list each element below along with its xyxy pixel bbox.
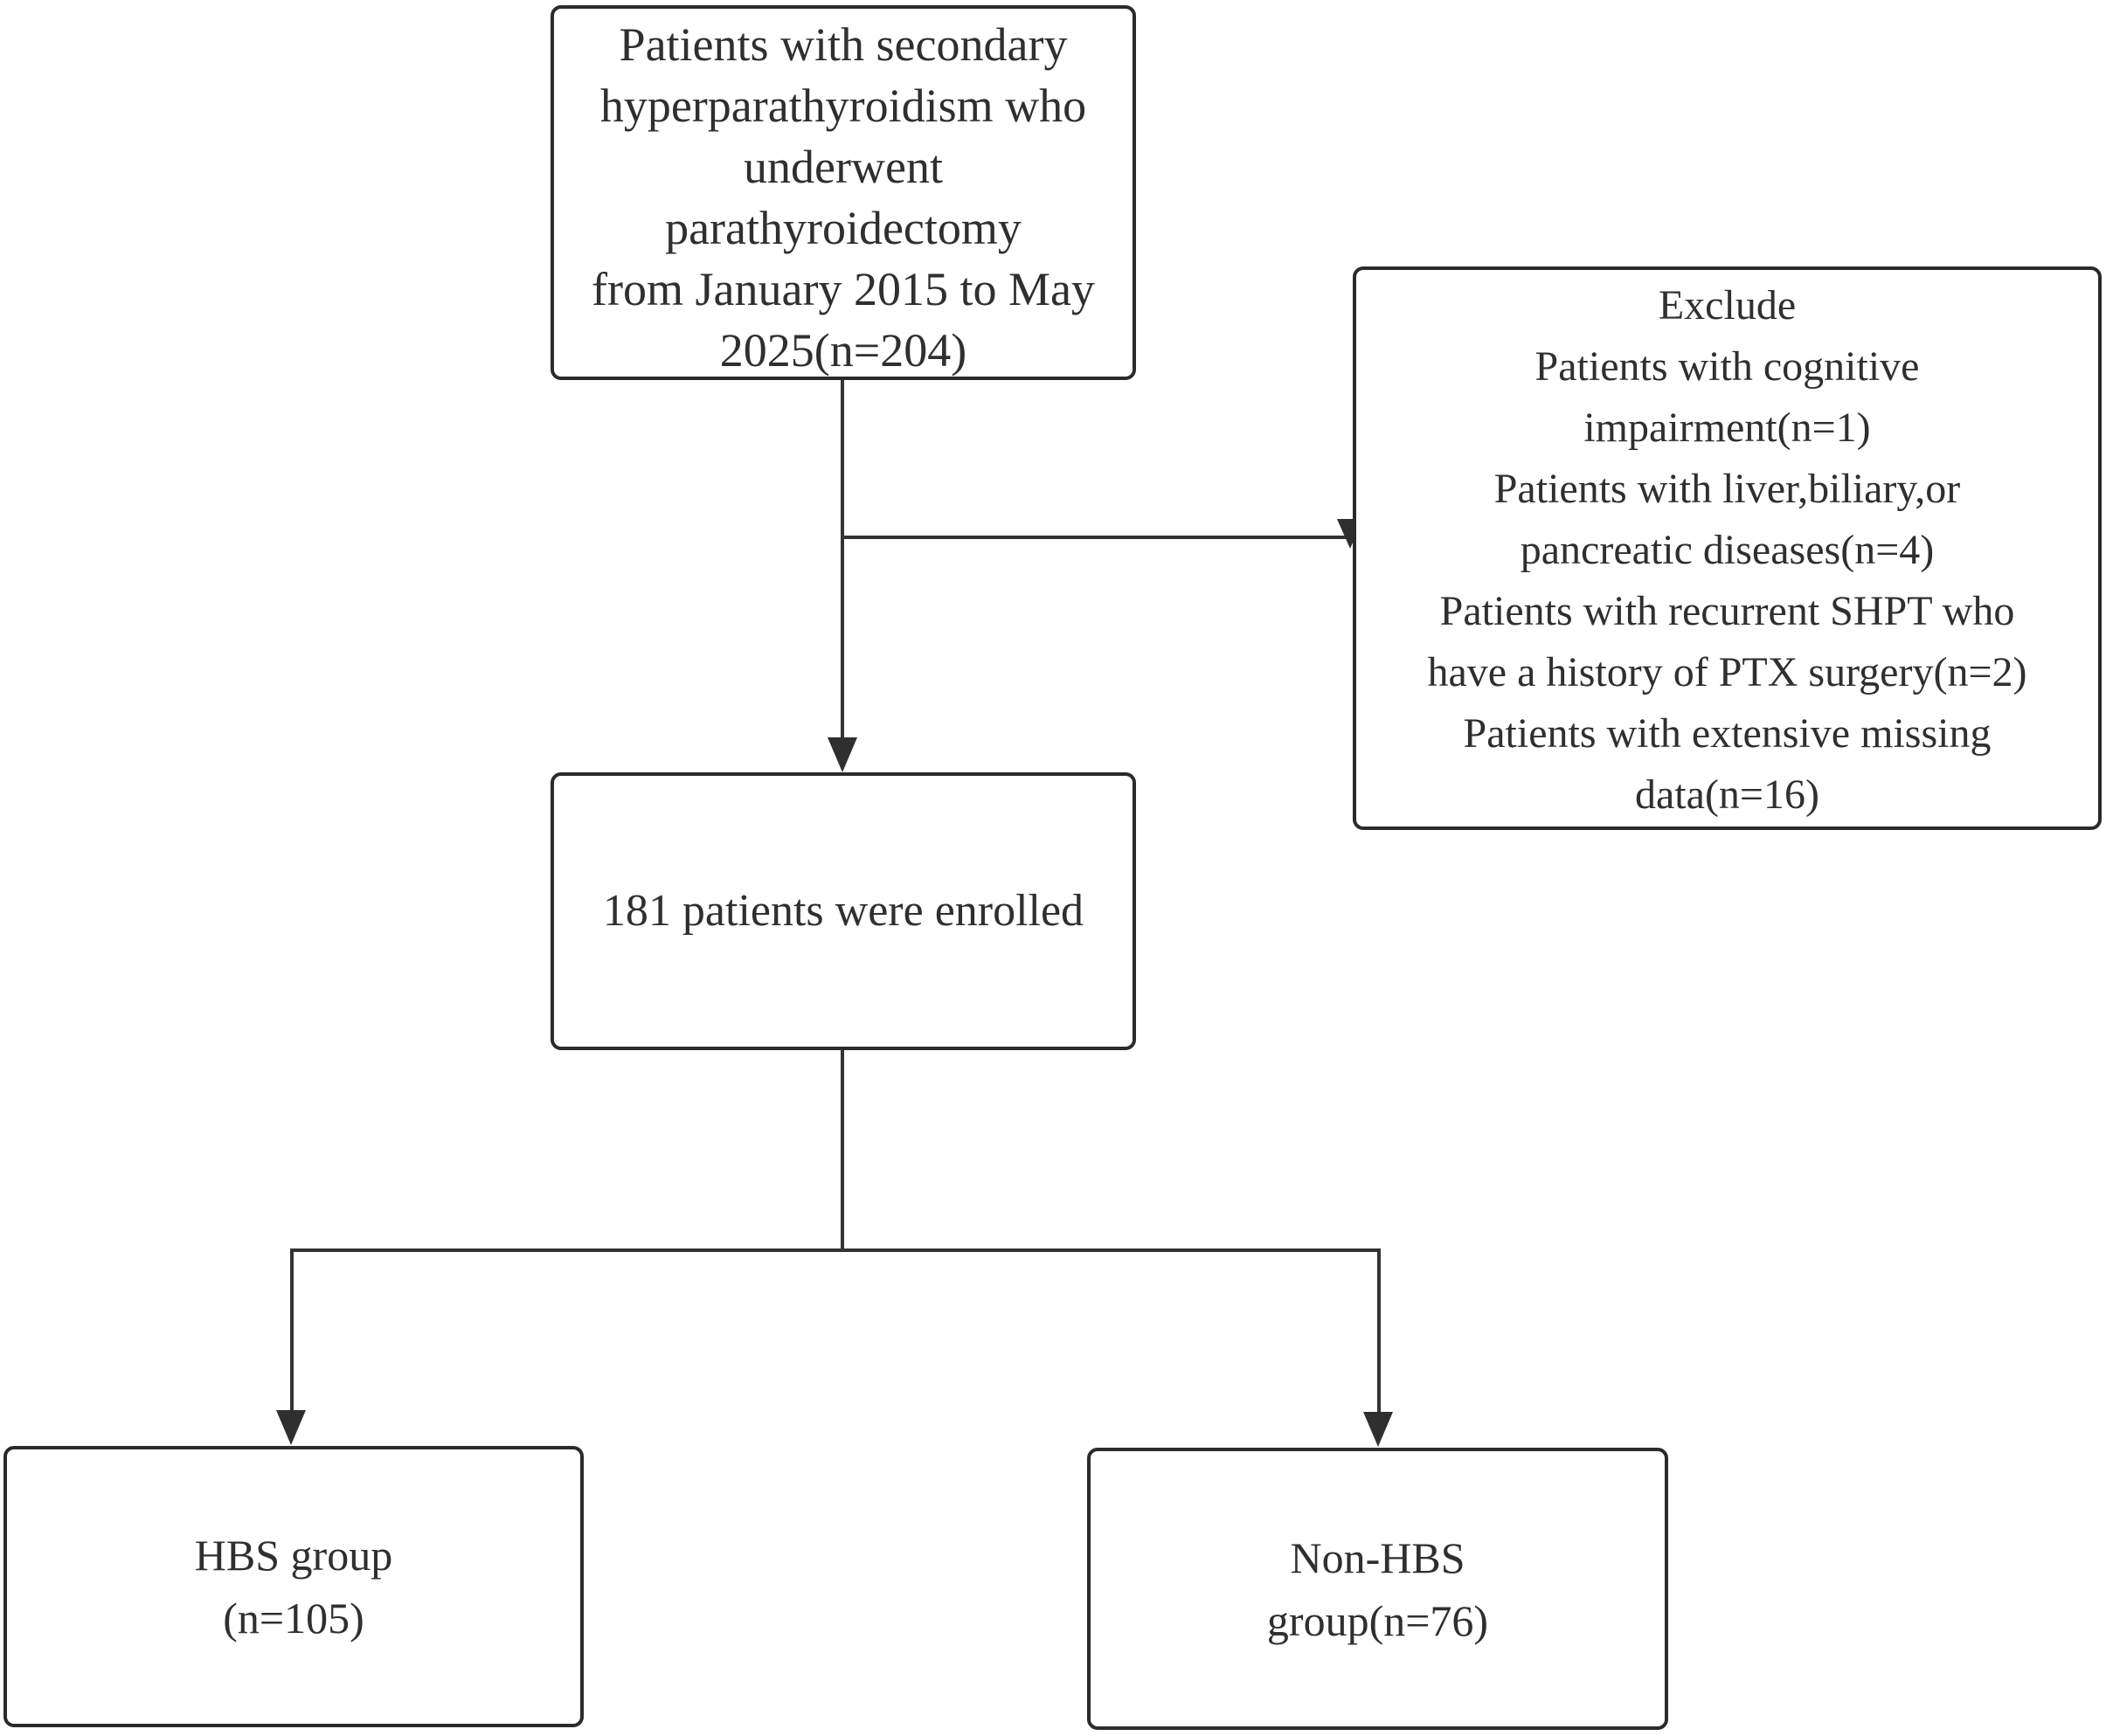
node-text-line: have a history of PTX surgery(n=2) xyxy=(1427,649,2027,695)
node-text-line: pancreatic diseases(n=4) xyxy=(1520,527,1935,573)
arrowhead-down-icon xyxy=(276,1410,306,1445)
connector-branch-horizontal xyxy=(292,1248,1381,1252)
node-text-line: impairment(n=1) xyxy=(1583,405,1871,451)
node-initial-patients: Patients with secondary hyperparathyroid… xyxy=(551,5,1136,380)
node-heading-line: Exclude xyxy=(1658,282,1797,329)
node-text-line: parathyroidectomy xyxy=(665,202,1022,254)
node-text-line: from January 2015 to May xyxy=(592,263,1095,315)
connector-branch-to-exclude xyxy=(842,536,1351,539)
node-text-line: Patients with cognitive xyxy=(1534,343,1920,390)
node-text-line: Patients with liver,biliary,or xyxy=(1493,466,1961,512)
node-text-line: data(n=16) xyxy=(1635,771,1819,818)
node-text-line: Patients with extensive missing xyxy=(1463,710,1992,757)
node-text-line: Patients with secondary xyxy=(619,18,1068,71)
node-text-line: hyperparathyroidism who xyxy=(599,80,1087,132)
arrowhead-down-icon xyxy=(1363,1412,1393,1447)
node-hbs-group: HBS group (n=105) xyxy=(3,1446,584,1727)
node-text-line: group(n=76) xyxy=(1266,1595,1489,1645)
node-exclude-criteria: Exclude Patients with cognitive impairme… xyxy=(1353,266,2102,830)
node-text-line: (n=105) xyxy=(223,1594,364,1643)
node-text-line: HBS group xyxy=(194,1531,393,1580)
node-non-hbs-group: Non-HBS group(n=76) xyxy=(1087,1448,1668,1730)
node-text-line: Patients with recurrent SHPT who xyxy=(1439,588,2015,634)
node-text-line: 181 patients were enrolled xyxy=(602,886,1084,936)
connector-branch-to-non-hbs xyxy=(1377,1248,1381,1413)
node-enrolled: 181 patients were enrolled xyxy=(551,772,1136,1050)
connector-enrolled-to-branch xyxy=(841,1050,844,1251)
connector-branch-to-hbs xyxy=(290,1248,294,1411)
node-text-line: 2025(n=204) xyxy=(719,324,967,377)
node-text-line: Non-HBS xyxy=(1290,1532,1465,1582)
arrowhead-down-icon xyxy=(828,737,857,772)
connector-initial-to-enrolled xyxy=(841,380,844,739)
node-text-line: underwent xyxy=(744,141,943,193)
